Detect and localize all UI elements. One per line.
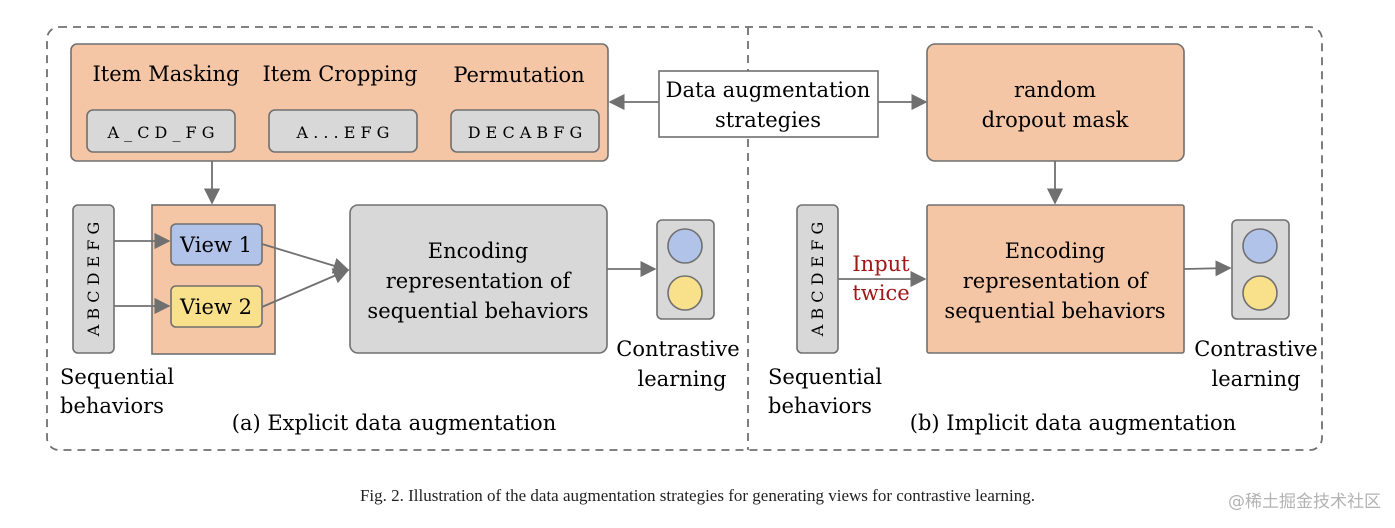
- explicit-encoder-line2: representation of: [386, 269, 573, 293]
- strategy-title-cropping: Item Cropping: [262, 62, 417, 86]
- implicit-panel-label: (b) Implicit data augmentation: [910, 411, 1236, 435]
- permutation-sequence: D E C A B F G: [468, 123, 582, 142]
- explicit-encoder-line1: Encoding: [428, 239, 528, 263]
- explicit-panel-label: (a) Explicit data augmentation: [232, 411, 556, 435]
- dropout-line2: dropout mask: [982, 108, 1129, 132]
- explicit-cl-yellow-circle: [667, 275, 703, 311]
- implicit-cl-yellow-circle: [1242, 275, 1278, 311]
- input-twice-line1: Input: [852, 252, 910, 276]
- implicit-cl-blue-circle: [1242, 228, 1278, 264]
- implicit-encoder-box: [926, 204, 1185, 354]
- explicit-cl-blue-circle: [667, 228, 703, 264]
- dropout-box: [926, 43, 1185, 162]
- implicit-encoder-line3: sequential behaviors: [944, 299, 1165, 323]
- arrow-view2-to-encoder: [261, 268, 350, 308]
- arrow-view1-to-encoder: [261, 243, 350, 274]
- strategy-title-masking: Item Masking: [93, 62, 240, 86]
- explicit-sequence-letters: A B C D E F G: [84, 222, 103, 337]
- dropout-line1: random: [1014, 78, 1096, 102]
- figure-caption: Fig. 2. Illustration of the data augment…: [359, 486, 1036, 505]
- input-twice-line2: twice: [852, 281, 909, 305]
- central-label-box: [658, 70, 879, 138]
- arrow-encoder-to-cl-b: [1183, 260, 1232, 277]
- implicit-cl-label-line2: learning: [1212, 367, 1301, 391]
- augmentation-diagram: Item Masking A _ C D _ F G Item Cropping…: [46, 26, 1323, 451]
- masking-sequence-box: [86, 109, 236, 153]
- explicit-seq-label-line1: Sequential: [60, 365, 174, 389]
- permutation-sequence-box: [450, 109, 600, 153]
- explicit-cl-label-line1: Contrastive: [616, 337, 739, 361]
- explicit-cl-label-line2: learning: [638, 367, 727, 391]
- implicit-cl-label-line1: Contrastive: [1194, 337, 1317, 361]
- strategy-title-permutation: Permutation: [453, 63, 584, 87]
- implicit-encoder-line1: Encoding: [1005, 239, 1105, 263]
- explicit-sequence-bar: [72, 204, 115, 354]
- cropping-sequence: A . . . E F G: [296, 123, 390, 142]
- explicit-encoder-box: [349, 204, 608, 354]
- central-label-line2: strategies: [715, 108, 821, 132]
- outer-dashed-frame: [46, 26, 1323, 451]
- implicit-seq-label-line2: behaviors: [768, 394, 872, 418]
- implicit-seq-label-line1: Sequential: [768, 365, 882, 389]
- explicit-seq-label-line2: behaviors: [60, 394, 164, 418]
- watermark: @稀土掘金技术社区: [1228, 492, 1381, 512]
- explicit-encoder-line3: sequential behaviors: [367, 299, 588, 323]
- implicit-encoder-line2: representation of: [963, 269, 1150, 293]
- cropping-sequence-box: [268, 109, 418, 153]
- view-1-label: View 1: [179, 233, 252, 257]
- masking-sequence: A _ C D _ F G: [106, 123, 214, 142]
- view-2-label: View 2: [179, 295, 252, 319]
- implicit-sequence-letters: A B C D E F G: [808, 222, 827, 337]
- central-label-line1: Data augmentation: [666, 78, 871, 102]
